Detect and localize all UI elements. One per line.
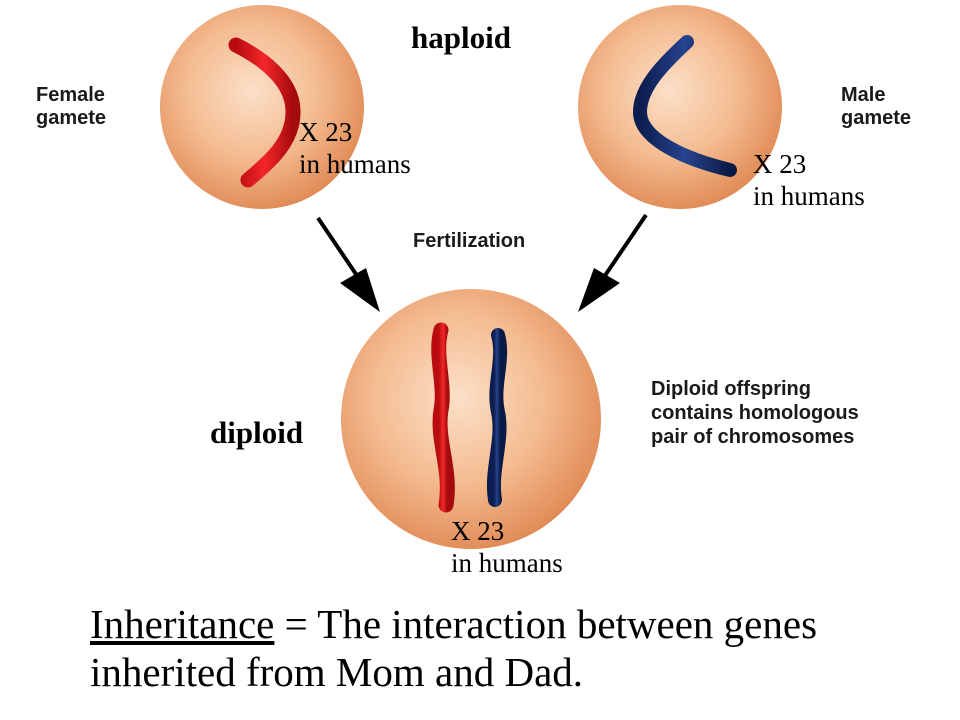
caption-definition: = The interaction between genes	[274, 601, 818, 647]
male-count-label: X 23 in humans	[753, 148, 865, 212]
arrow-left	[316, 216, 380, 312]
female-count-label: X 23 in humans	[299, 116, 411, 180]
offspring-count-label: X 23 in humans	[451, 515, 563, 579]
male-gamete-cell	[578, 5, 782, 209]
offspring-count-number: X 23	[451, 516, 505, 546]
female-gamete-label-line1: Female	[36, 84, 105, 106]
inheritance-caption: Inheritance = The interaction between ge…	[90, 600, 950, 696]
male-count-number: X 23	[753, 149, 807, 179]
offspring-maternal-chromosome	[431, 322, 455, 513]
arrow-right-shaft	[600, 213, 648, 282]
offspring-count-note: in humans	[451, 548, 563, 578]
diploid-label: diploid	[210, 415, 304, 450]
offspring-description-line3: pair of chromosomes	[651, 426, 855, 448]
offspring-cell-body	[341, 289, 601, 549]
male-gamete-label-line1: Male	[841, 84, 886, 106]
haploid-label: haploid	[411, 20, 511, 55]
female-count-note: in humans	[299, 149, 411, 179]
caption-line2: inherited from Mom and Dad.	[90, 649, 584, 695]
maternal-chromosome	[228, 37, 301, 188]
female-gamete-cell	[160, 5, 364, 209]
male-gamete-label: Male gamete	[841, 84, 911, 130]
fertilization-label: Fertilization	[413, 230, 526, 252]
arrow-right-head	[578, 268, 620, 312]
male-gamete-label-line2: gamete	[841, 107, 912, 129]
offspring-cell	[341, 289, 601, 549]
offspring-description: Diploid offspring contains homologous pa…	[651, 377, 859, 449]
offspring-description-line2: contains homologous	[651, 402, 859, 424]
female-cell-body	[160, 5, 364, 209]
caption-line1: Inheritance = The interaction between ge…	[90, 600, 950, 648]
paternal-chromosome	[632, 35, 737, 177]
female-gamete-label-line2: gamete	[36, 107, 107, 129]
male-cell-body	[578, 5, 782, 209]
female-count-number: X 23	[299, 117, 353, 147]
arrow-right	[578, 213, 648, 312]
caption-term: Inheritance	[90, 601, 275, 647]
offspring-description-line1: Diploid offspring	[651, 378, 811, 400]
female-gamete-label: Female gamete	[36, 84, 106, 130]
arrow-left-head	[340, 268, 380, 312]
offspring-paternal-chromosome	[486, 328, 508, 507]
arrow-left-shaft	[316, 216, 364, 285]
male-count-note: in humans	[753, 181, 865, 211]
